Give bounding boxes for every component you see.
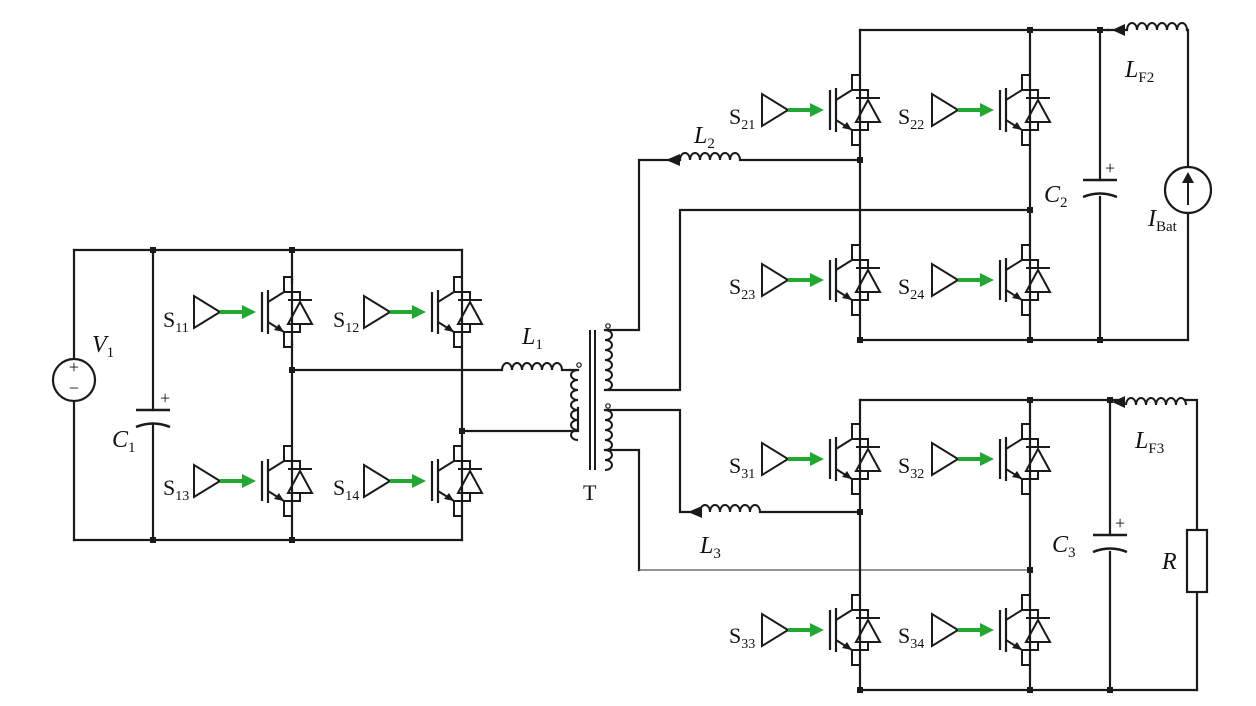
label-lf3: LF3 bbox=[1134, 428, 1164, 457]
switch-s23 bbox=[760, 243, 882, 317]
label-r: R bbox=[1161, 549, 1177, 575]
voltage-source-v1: + − bbox=[51, 357, 97, 403]
plus-sign: + bbox=[160, 388, 170, 408]
switch-s31 bbox=[760, 422, 882, 496]
label-l2: L2 bbox=[693, 123, 715, 152]
label-s24: S24 bbox=[898, 274, 924, 303]
current-source-ibat bbox=[1163, 165, 1213, 215]
capacitor-c2: + bbox=[1082, 158, 1118, 199]
label-s13: S13 bbox=[163, 475, 189, 504]
label-s14: S14 bbox=[333, 475, 359, 504]
switch-s13 bbox=[192, 444, 314, 518]
switch-s11 bbox=[192, 275, 314, 349]
switch-s24 bbox=[930, 243, 1052, 317]
minus-sign: − bbox=[69, 378, 79, 398]
switch-s21 bbox=[760, 73, 882, 147]
switch-s14 bbox=[362, 444, 484, 518]
switch-s22 bbox=[930, 73, 1052, 147]
transformer-t bbox=[568, 323, 613, 471]
label-c1: C1 bbox=[112, 427, 136, 456]
resistor-r bbox=[1185, 528, 1209, 594]
label-s12: S12 bbox=[333, 307, 359, 336]
label-c3: C3 bbox=[1052, 532, 1076, 561]
switch-s33 bbox=[760, 593, 882, 667]
secondary-2 bbox=[603, 398, 1199, 692]
label-s34: S34 bbox=[898, 623, 924, 652]
plus-sign: + bbox=[69, 357, 79, 377]
switch-s12 bbox=[362, 275, 484, 349]
label-s31: S31 bbox=[729, 453, 755, 482]
junction-nodes bbox=[150, 27, 1113, 693]
label-l3: L3 bbox=[699, 533, 721, 562]
label-l1: L1 bbox=[521, 324, 543, 353]
label-s21: S21 bbox=[729, 104, 755, 133]
capacitor-c3: + bbox=[1092, 513, 1128, 554]
label-v1: V1 bbox=[92, 332, 114, 361]
label-s22: S22 bbox=[898, 104, 924, 133]
label-ibat: IBat bbox=[1147, 206, 1178, 235]
label-s32: S32 bbox=[898, 453, 924, 482]
inductor-l3 bbox=[699, 504, 761, 513]
label-t: T bbox=[583, 480, 597, 505]
switch-s34 bbox=[930, 593, 1052, 667]
label-c2: C2 bbox=[1044, 182, 1068, 211]
secondary-1 bbox=[603, 28, 1190, 392]
capacitor-c1: + bbox=[135, 388, 171, 429]
primary-side bbox=[72, 248, 580, 542]
inductor-lf3 bbox=[1112, 396, 1187, 408]
inductor-lf2 bbox=[1112, 22, 1188, 36]
switch-s32 bbox=[930, 422, 1052, 496]
inductor-l2 bbox=[679, 152, 741, 161]
plus-sign: + bbox=[1105, 158, 1115, 178]
label-lf2: LF2 bbox=[1124, 57, 1154, 86]
label-s33: S33 bbox=[729, 623, 755, 652]
plus-sign: + bbox=[1115, 513, 1125, 533]
label-s23: S23 bbox=[729, 274, 755, 303]
label-s11: S11 bbox=[163, 307, 189, 336]
inductor-l1 bbox=[501, 362, 572, 372]
